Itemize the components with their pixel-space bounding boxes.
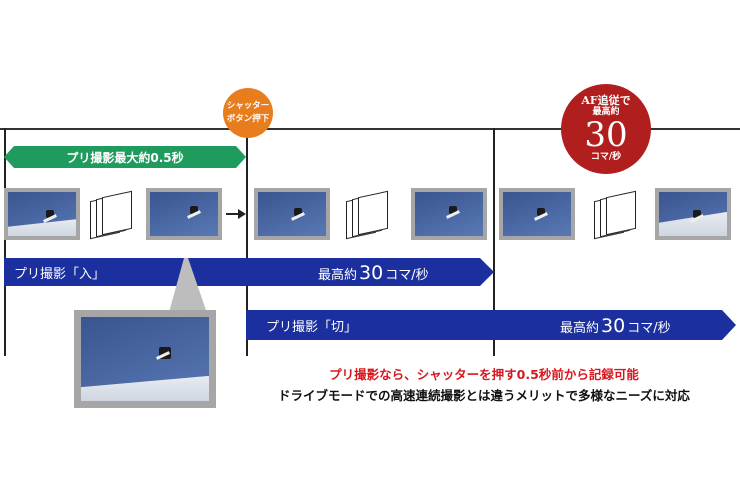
frame-stack-2	[346, 190, 390, 240]
frame-photo-3	[254, 188, 330, 240]
shutter-timeline-marker	[246, 128, 248, 356]
caption-description: ドライブモードでの高速連続撮影とは違うメリットで多様なニーズに対応	[278, 388, 690, 403]
shutter-badge-line1: シャッター	[226, 101, 270, 111]
frame-stack-1	[90, 190, 134, 240]
timeline-top-axis	[0, 128, 740, 130]
pre-off-rate-number: 30	[601, 315, 626, 337]
arrow-head	[238, 209, 246, 219]
frame-photo-6	[655, 188, 731, 240]
frame-photo-2	[146, 188, 222, 240]
af-timeline-marker	[493, 128, 495, 356]
pre-capture-band: プリ撮影最大約0.5秒	[4, 146, 246, 168]
pre-on-band: プリ撮影「入」 最高約 30 コマ/秒	[4, 258, 494, 286]
af-badge-line1: AF追従で	[581, 94, 631, 107]
shutter-badge-line2: ボタン押下	[226, 114, 270, 124]
frame-photo-1	[4, 188, 80, 240]
af-badge-unit: コマ/秒	[590, 152, 622, 162]
pre-off-rate-prefix: 最高約	[560, 321, 600, 336]
timeline-start-marker	[4, 128, 6, 356]
af-badge: AF追従で 最高約 30 コマ/秒	[561, 84, 651, 174]
pre-on-label: プリ撮影「入」	[14, 266, 106, 282]
af-badge-line2: 最高約	[592, 107, 620, 117]
frame-photo-5	[499, 188, 575, 240]
caption-highlight: プリ撮影なら、シャッターを押す0.5秒前から記録可能	[329, 367, 639, 382]
frame-stack-3	[594, 190, 638, 240]
pre-on-rate-prefix: 最高約	[318, 268, 358, 283]
frame-photo-4	[411, 188, 487, 240]
shutter-badge: シャッター ボタン押下	[223, 88, 273, 138]
pre-on-rate-number: 30	[359, 262, 384, 284]
pre-on-rate-unit: コマ/秒	[385, 268, 429, 283]
arrow-to-shutter	[226, 213, 240, 215]
pre-off-label: プリ撮影「切」	[266, 319, 358, 335]
af-badge-number: 30	[584, 115, 628, 155]
pre-off-band: プリ撮影「切」 最高約 30 コマ/秒	[246, 310, 736, 340]
pre-off-rate-unit: コマ/秒	[627, 321, 671, 336]
pre-capture-label: プリ撮影最大約0.5秒	[66, 150, 184, 165]
zoomed-frame-photo	[74, 310, 216, 408]
